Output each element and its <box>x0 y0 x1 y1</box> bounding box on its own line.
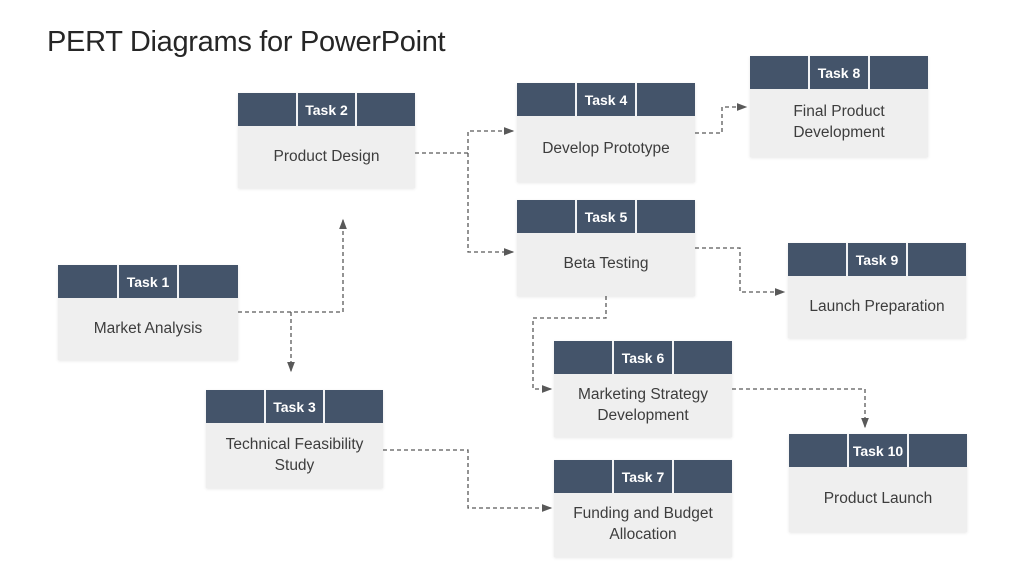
task-node-4: Task 4 Develop Prototype <box>517 83 695 182</box>
header-cell-left <box>554 341 612 374</box>
connector-t5-t6 <box>532 296 607 393</box>
task-tag: Task 5 <box>575 200 637 233</box>
task-label: Beta Testing <box>517 233 695 296</box>
task-header: Task 6 <box>554 341 732 374</box>
task-node-8: Task 8 Final Product Development <box>750 56 928 157</box>
task-node-7: Task 7 Funding and Budget Allocation <box>554 460 732 557</box>
task-node-3: Task 3 Technical Feasibility Study <box>206 390 383 488</box>
task-header: Task 1 <box>58 265 238 298</box>
header-cell-left <box>788 243 846 276</box>
task-header: Task 10 <box>789 434 967 467</box>
task-header: Task 5 <box>517 200 695 233</box>
task-tag: Task 7 <box>612 460 674 493</box>
header-cell-right <box>179 265 238 298</box>
header-cell-right <box>325 390 383 423</box>
task-label: Final Product Development <box>750 89 928 157</box>
task-tag: Task 2 <box>295 93 358 126</box>
task-tag: Task 8 <box>808 56 870 89</box>
task-header: Task 4 <box>517 83 695 116</box>
header-cell-left <box>789 434 847 467</box>
task-label: Develop Prototype <box>517 116 695 182</box>
header-cell-right <box>908 243 966 276</box>
header-cell-left <box>517 200 575 233</box>
header-cell-right <box>637 83 695 116</box>
task-node-9: Task 9 Launch Preparation <box>788 243 966 338</box>
header-cell-right <box>870 56 928 89</box>
task-tag: Task 9 <box>846 243 908 276</box>
task-node-5: Task 5 Beta Testing <box>517 200 695 296</box>
connector-t2-t5 <box>467 153 515 256</box>
task-label: Marketing Strategy Development <box>554 374 732 437</box>
connector-t5-t9 <box>695 247 786 296</box>
header-cell-right <box>674 341 732 374</box>
header-cell-right <box>637 200 695 233</box>
task-label: Product Design <box>238 126 415 188</box>
header-cell-left <box>750 56 808 89</box>
connector-t3-t7 <box>383 449 553 512</box>
task-header: Task 7 <box>554 460 732 493</box>
task-header: Task 8 <box>750 56 928 89</box>
header-cell-right <box>909 434 967 467</box>
header-cell-right <box>357 93 415 126</box>
task-label: Market Analysis <box>58 298 238 360</box>
connector-t2-t4 <box>415 127 515 154</box>
connector-t4-t8 <box>695 103 748 134</box>
task-header: Task 3 <box>206 390 383 423</box>
task-node-2: Task 2 Product Design <box>238 93 415 188</box>
header-cell-left <box>238 93 296 126</box>
task-node-10: Task 10 Product Launch <box>789 434 967 532</box>
task-label: Funding and Budget Allocation <box>554 493 732 557</box>
task-header: Task 2 <box>238 93 415 126</box>
task-tag: Task 3 <box>263 390 326 423</box>
task-tag: Task 1 <box>116 265 180 298</box>
header-cell-left <box>517 83 575 116</box>
header-cell-left <box>58 265 117 298</box>
task-label: Launch Preparation <box>788 276 966 338</box>
header-cell-left <box>206 390 264 423</box>
task-node-1: Task 1 Market Analysis <box>58 265 238 360</box>
task-node-6: Task 6 Marketing Strategy Development <box>554 341 732 437</box>
connector-t6-t10 <box>732 388 869 429</box>
task-tag: Task 4 <box>575 83 637 116</box>
connector-t1-t2 <box>238 218 347 313</box>
task-tag: Task 10 <box>847 434 909 467</box>
task-label: Technical Feasibility Study <box>206 423 383 488</box>
slide-title: PERT Diagrams for PowerPoint <box>47 26 446 58</box>
task-header: Task 9 <box>788 243 966 276</box>
header-cell-left <box>554 460 612 493</box>
header-cell-right <box>674 460 732 493</box>
task-tag: Task 6 <box>612 341 674 374</box>
task-label: Product Launch <box>789 467 967 532</box>
